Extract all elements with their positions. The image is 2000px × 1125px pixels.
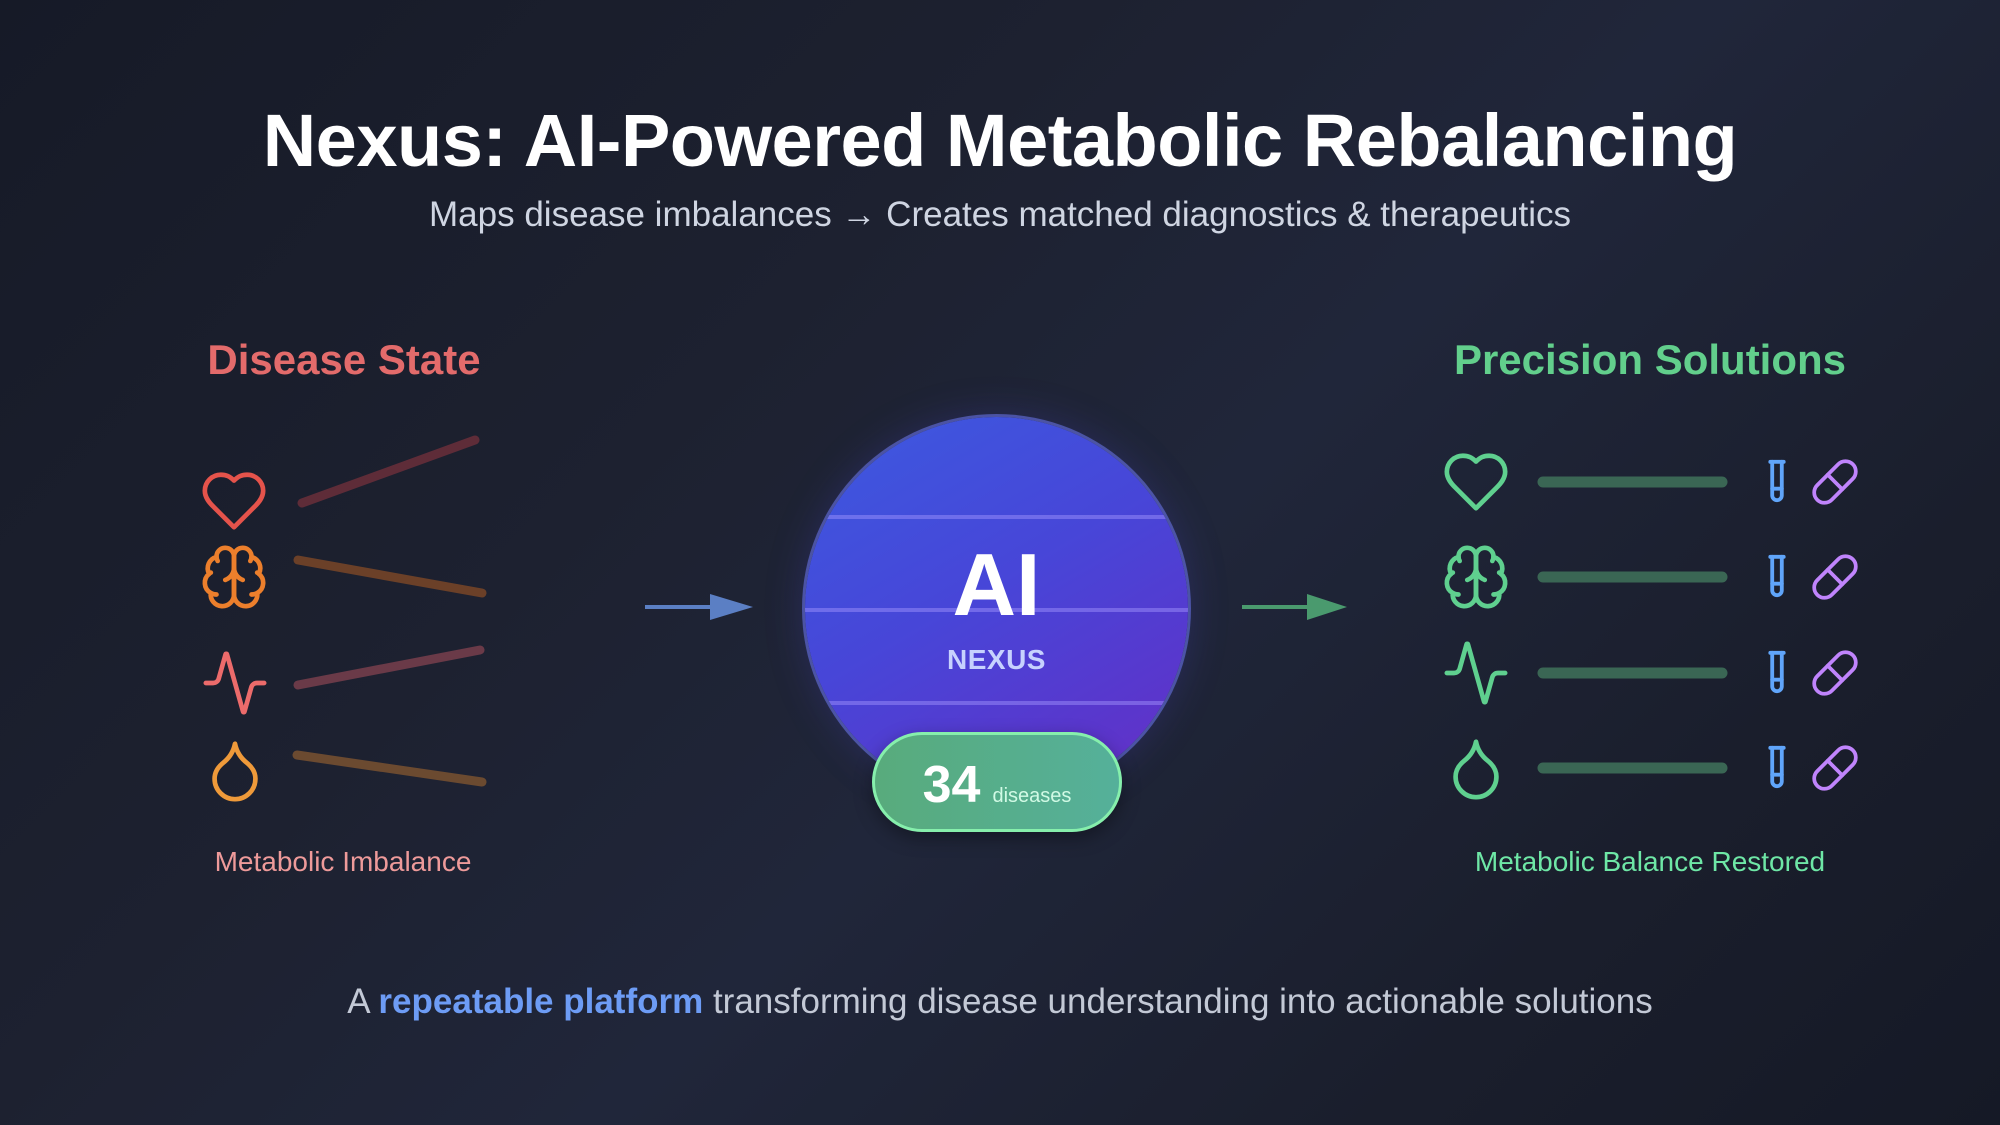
test-tube-icon bbox=[1768, 459, 1786, 503]
page-title: Nexus: AI-Powered Metabolic Rebalancing bbox=[262, 99, 1738, 182]
test-tube-icon bbox=[1768, 650, 1786, 694]
metabolic-imbalance-label: Metabolic Imbalance bbox=[214, 846, 472, 877]
brain-icon bbox=[202, 545, 266, 609]
arrow-out-icon bbox=[1242, 594, 1347, 620]
disease-count-badge: 34 diseases bbox=[872, 732, 1122, 832]
test-tube-icon bbox=[1768, 554, 1786, 598]
tagline-emphasis: repeatable platform bbox=[378, 982, 704, 1021]
brain-icon bbox=[1444, 545, 1508, 609]
imbalance-line-droplet bbox=[292, 750, 487, 787]
page-subtitle: Maps disease imbalances → Creates matche… bbox=[429, 195, 1571, 234]
precision-solutions-heading: Precision Solutions bbox=[1453, 336, 1847, 383]
imbalance-line-activity bbox=[293, 645, 485, 690]
activity-icon bbox=[203, 651, 267, 715]
activity-icon bbox=[1444, 641, 1508, 705]
disease-count-unit: diseases bbox=[992, 785, 1072, 807]
arrow-in-icon bbox=[645, 594, 753, 620]
test-tube-icon bbox=[1768, 745, 1786, 789]
pill-icon bbox=[1812, 459, 1858, 505]
pill-icon bbox=[1812, 650, 1858, 696]
imbalance-line-heart bbox=[297, 435, 480, 508]
tagline-suffix: transforming disease understanding into … bbox=[703, 982, 1653, 1021]
droplet-icon bbox=[1453, 739, 1499, 800]
pill-icon bbox=[1812, 745, 1858, 791]
sphere-stripe bbox=[805, 608, 1188, 612]
imbalance-line-brain bbox=[293, 555, 487, 598]
pill-icon bbox=[1812, 554, 1858, 600]
disease-count-value: 34 bbox=[922, 756, 981, 814]
droplet-icon bbox=[212, 741, 258, 802]
metabolic-balance-restored-label: Metabolic Balance Restored bbox=[1474, 846, 1826, 877]
ai-core-label: AI bbox=[952, 535, 1041, 634]
sphere-stripe bbox=[805, 701, 1188, 705]
sphere-stripe bbox=[805, 515, 1188, 519]
heart-icon bbox=[1444, 453, 1508, 511]
footer-tagline: A repeatable platform transforming disea… bbox=[0, 980, 2000, 1024]
nexus-label: NEXUS bbox=[947, 644, 1046, 675]
tagline-prefix: A bbox=[347, 982, 379, 1021]
disease-state-heading: Disease State bbox=[207, 336, 481, 383]
heart-icon bbox=[202, 472, 266, 530]
